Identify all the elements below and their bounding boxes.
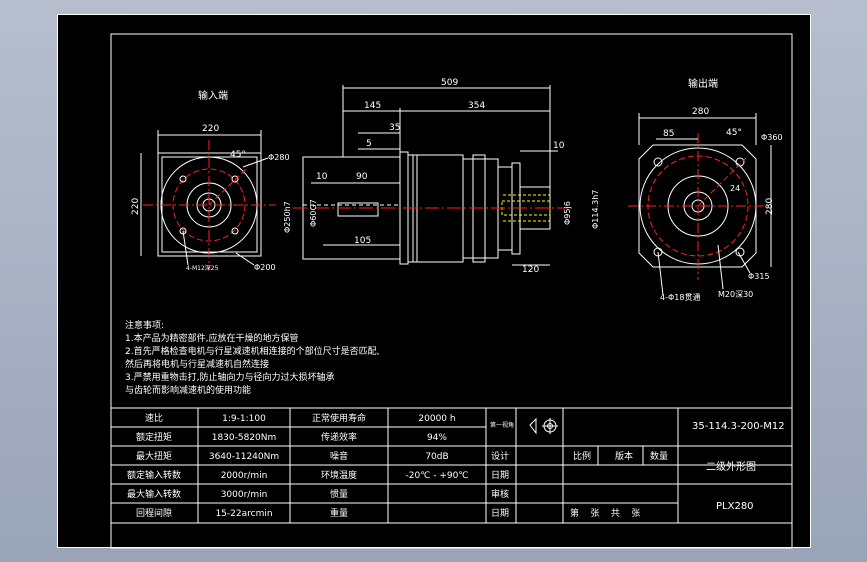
notes-line1: 1.本产品为精密部件,应放在干燥的地方保管 bbox=[125, 334, 299, 344]
spec-value-cell: 2000r/min bbox=[221, 471, 268, 481]
notes-title: 注意事项: bbox=[125, 321, 165, 331]
leader bbox=[737, 251, 751, 274]
input-phi200-text: Φ200 bbox=[254, 263, 276, 272]
spec-table: 速比 1:9-1:100 正常使用寿命 20000 h 额定扭矩 1830-5820Nm 传… bbox=[110, 407, 487, 524]
cad-drawing: 输入端 220 220 45° Φ280 Φ200 4-M12深25 bbox=[110, 33, 793, 549]
output-24-text: 24 bbox=[730, 184, 740, 193]
d10-left-text: 10 bbox=[316, 172, 328, 182]
spec-label-cell: 最大扭矩 bbox=[136, 450, 172, 462]
spec-value-cell: 1830-5820Nm bbox=[212, 433, 277, 443]
leader bbox=[182, 230, 189, 266]
side-view: 509 145 354 35 5 10 10 90 105 120 Φ250h7… bbox=[283, 78, 600, 275]
spec-label2-cell: 环境温度 bbox=[321, 469, 357, 481]
model-name: PLX280 bbox=[716, 501, 754, 512]
output-width-text: 280 bbox=[692, 107, 709, 117]
input-bolt-hole bbox=[231, 227, 239, 235]
output-holes-text: 4-Φ18贯通 bbox=[660, 292, 700, 302]
right-part-text: 354 bbox=[468, 101, 485, 111]
d10-top-text: 10 bbox=[553, 141, 565, 151]
scale-label: 比例 bbox=[573, 450, 591, 462]
leader bbox=[717, 244, 724, 290]
d90-text: 90 bbox=[356, 172, 368, 182]
output-85-text: 85 bbox=[663, 129, 674, 139]
input-width-text: 220 bbox=[202, 124, 219, 134]
d120-text: 120 bbox=[522, 265, 539, 275]
spec-label2-cell: 噪音 bbox=[330, 450, 348, 462]
spec-value2-cell: 94% bbox=[427, 433, 447, 443]
d35-text: 35 bbox=[389, 123, 400, 133]
input-phi280-text: Φ280 bbox=[268, 153, 290, 162]
notes-line3: 然后再将电机与行星减速机自然连接 bbox=[125, 360, 270, 370]
input-bolts-text: 4-M12深25 bbox=[186, 264, 219, 272]
output-phi360-text: Φ360 bbox=[761, 133, 783, 142]
spec-label2-cell: 传递效率 bbox=[321, 431, 357, 443]
input-pcd-circle bbox=[172, 168, 246, 242]
output-view-label: 输出端 bbox=[688, 77, 718, 90]
shaft-phi60-text: Φ60G7 bbox=[309, 199, 318, 227]
input-end-view: 输入端 220 220 45° Φ280 Φ200 4-M12深25 bbox=[131, 89, 290, 272]
quantity-label: 数量 bbox=[650, 450, 668, 462]
version-label: 版本 bbox=[615, 450, 633, 462]
input-height-text: 220 bbox=[131, 198, 141, 215]
input-angle-line bbox=[208, 166, 249, 206]
spec-label2-cell: 正常使用寿命 bbox=[312, 412, 366, 424]
out-phi95-text: Φ95j6 bbox=[563, 201, 572, 225]
sheet-info: 第 张 共 张 bbox=[570, 507, 640, 519]
date1-label: 日期 bbox=[491, 470, 509, 481]
spec-label-cell: 速比 bbox=[145, 412, 163, 424]
drawing-title: 二级外形图 bbox=[706, 461, 756, 473]
leader bbox=[657, 251, 664, 296]
d105-text: 105 bbox=[354, 236, 371, 246]
inner-border bbox=[110, 33, 793, 549]
spec-label-cell: 额定扭矩 bbox=[136, 431, 172, 443]
design-label: 设计 bbox=[491, 450, 509, 462]
input-angle-text: 45° bbox=[230, 150, 246, 160]
output-bolt-hole bbox=[735, 157, 745, 167]
notes-line4: 3.严禁用重物击打,防止轴向力与径向力过大损坏轴承 bbox=[125, 373, 335, 383]
output-m20-text: M20深30 bbox=[718, 290, 753, 299]
projection-label: 第一视角 bbox=[490, 421, 514, 429]
input-keyway bbox=[337, 202, 379, 217]
input-view-label: 输入端 bbox=[198, 89, 228, 102]
input-bolt-hole bbox=[179, 175, 187, 183]
output-bolt-hole bbox=[653, 157, 663, 167]
output-angle-text: 45° bbox=[726, 128, 742, 138]
shaft-phi250-text: Φ250h7 bbox=[283, 201, 292, 233]
projection-symbol bbox=[529, 417, 558, 435]
leader bbox=[235, 252, 255, 266]
output-angle-line bbox=[697, 157, 747, 207]
leader bbox=[242, 157, 269, 168]
spec-label2-cell: 惯量 bbox=[330, 488, 348, 500]
spec-value-cell: 3640-11240Nm bbox=[209, 452, 279, 462]
title-block: 第一视角 35-114.3-200-M12 设计 日期 审核 日期 比例 版本 … bbox=[485, 407, 793, 524]
spec-label2-cell: 重量 bbox=[330, 507, 348, 519]
review-label: 审核 bbox=[491, 488, 509, 500]
spec-label-cell: 回程间隙 bbox=[136, 507, 172, 519]
output-height-text: 280 bbox=[765, 198, 775, 215]
spec-value2-cell: -20℃ - +90℃ bbox=[406, 471, 469, 481]
spec-value2-cell: 20000 h bbox=[418, 414, 455, 424]
drawing-code: 35-114.3-200-M12 bbox=[692, 421, 785, 432]
output-end-view: 输出端 280 280 85 45° Φ360 24 Φ315 4-Φ18贯通 … bbox=[628, 77, 783, 302]
spec-value-cell: 1:9-1:100 bbox=[222, 414, 266, 424]
spec-value-cell: 15-22arcmin bbox=[215, 509, 272, 519]
overall-length-text: 509 bbox=[441, 78, 458, 88]
input-bolt-hole bbox=[231, 175, 239, 183]
spec-label-cell: 最大输入转数 bbox=[127, 488, 181, 500]
date2-label: 日期 bbox=[491, 508, 509, 519]
output-flange-octagon bbox=[638, 144, 757, 268]
drawing-sheet: 输入端 220 220 45° Φ280 Φ200 4-M12深25 bbox=[57, 14, 811, 549]
d5-text: 5 bbox=[366, 139, 372, 149]
out-phi114-text: Φ114.3h7 bbox=[591, 190, 600, 229]
notes-line2: 2.首先严格检查电机与行星减速机相连接的个部位尺寸是否匹配, bbox=[125, 347, 380, 357]
spec-value-cell: 3000r/min bbox=[221, 490, 268, 500]
left-part-text: 145 bbox=[364, 101, 381, 111]
spec-label-cell: 额定输入转数 bbox=[127, 469, 181, 481]
notes-line5: 与齿轮而影响减速机的使用功能 bbox=[125, 386, 252, 396]
spec-value2-cell: 70dB bbox=[425, 452, 448, 462]
output-phi315-text: Φ315 bbox=[748, 272, 770, 281]
